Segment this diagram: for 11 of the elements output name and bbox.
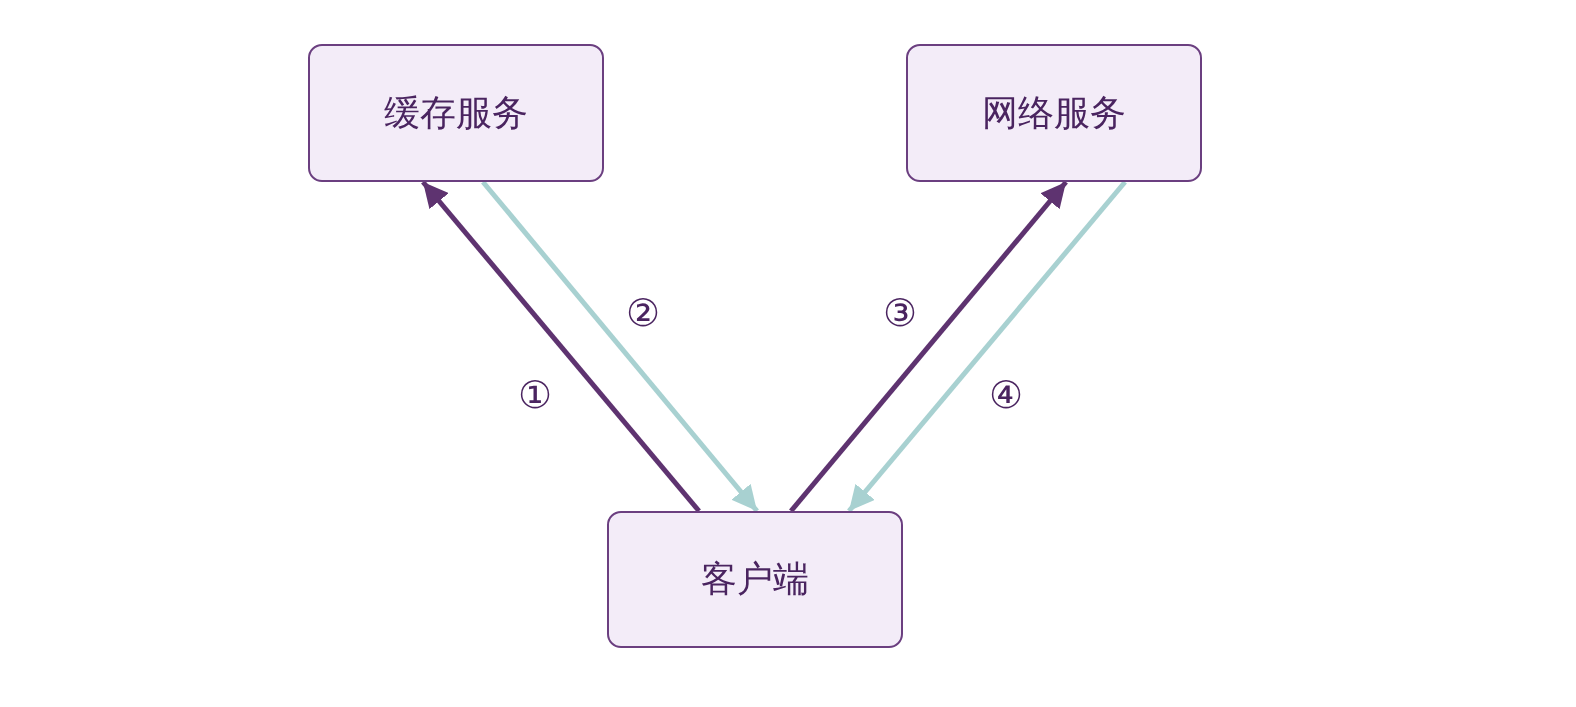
- service-box: 网络服务: [906, 44, 1202, 182]
- arrow: [481, 180, 759, 513]
- step-number: ③: [882, 294, 918, 332]
- step-number: ①: [517, 376, 553, 414]
- arrow: [421, 180, 701, 513]
- service-box: 客户端: [607, 511, 903, 648]
- arrow: [789, 180, 1068, 513]
- step-number: ④: [988, 376, 1024, 414]
- arrow: [847, 180, 1127, 513]
- step-number: ②: [625, 294, 661, 332]
- service-box: 缓存服务: [308, 44, 604, 182]
